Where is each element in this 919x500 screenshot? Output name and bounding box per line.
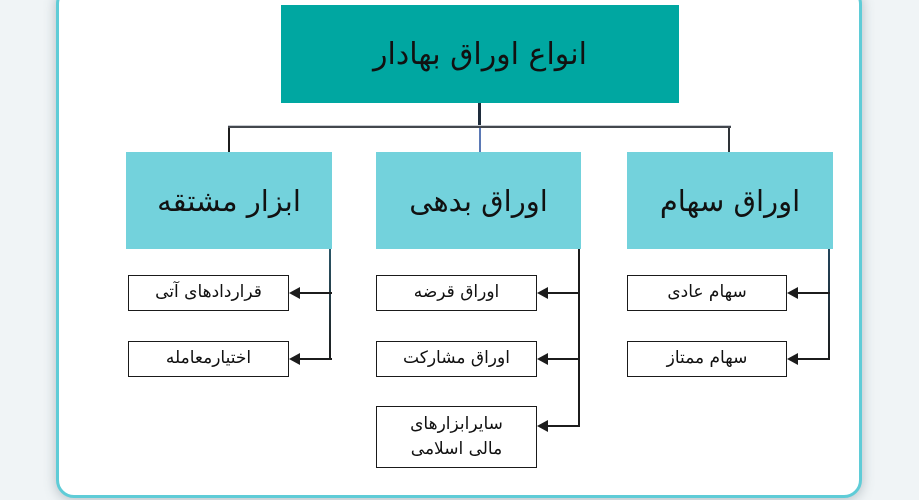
branch-node-debt-securities: اوراق بدهی [376, 152, 581, 249]
branch-node-label: اوراق بدهی [409, 183, 548, 218]
connector-drop-left [228, 128, 230, 152]
leaf-node-bonds: اوراق قرضه [376, 275, 537, 311]
connector-drop-right [728, 128, 730, 152]
arrow-left-icon [289, 353, 300, 365]
connector-root-stem-lower [479, 128, 481, 152]
arrow-left-icon [537, 287, 548, 299]
connector-arrow-line [546, 358, 580, 360]
arrow-left-icon [787, 353, 798, 365]
branch-node-equity-securities: اوراق سهام [627, 152, 833, 249]
leaf-node-preferred-stock: سهام ممتاز [627, 341, 787, 377]
leaf-node-label: سایرابزارهای مالی اسلامی [410, 413, 503, 460]
leaf-node-label: سهام عادی [667, 282, 747, 303]
connector-arrow-line [546, 292, 580, 294]
arrow-left-icon [537, 353, 548, 365]
connector-horizontal-bar [228, 126, 731, 128]
branch-node-derivatives: ابزار مشتقه [126, 152, 332, 249]
branch-node-label: ابزار مشتقه [157, 183, 301, 218]
connector-arrow-line [546, 425, 580, 427]
arrow-left-icon [537, 420, 548, 432]
leaf-node-options: اختیارمعامله [128, 341, 289, 377]
leaf-node-label: اختیارمعامله [165, 348, 252, 369]
arrow-left-icon [289, 287, 300, 299]
leaf-node-futures-contracts: قراردادهای آتی [128, 275, 289, 311]
leaf-node-other-islamic-instruments: سایرابزارهای مالی اسلامی [376, 406, 537, 468]
leaf-node-participation-bonds: اوراق مشارکت [376, 341, 537, 377]
connector-vertical-derivatives [329, 249, 331, 360]
leaf-node-label: اوراق قرضه [413, 282, 500, 303]
arrow-left-icon [787, 287, 798, 299]
connector-arrow-line [796, 358, 830, 360]
leaf-node-label: سهام ممتاز [666, 348, 748, 369]
leaf-node-label: اوراق مشارکت [403, 348, 510, 369]
connector-arrow-line [298, 292, 332, 294]
root-node-types-of-securities: انواع اوراق بهادار [281, 5, 679, 103]
connector-root-stem-upper [478, 103, 481, 127]
connector-vertical-equity [828, 249, 830, 360]
leaf-node-label: قراردادهای آتی [155, 282, 262, 303]
connector-arrow-line [298, 358, 332, 360]
branch-node-label: اوراق سهام [659, 183, 801, 218]
connector-arrow-line [796, 292, 830, 294]
leaf-node-common-stock: سهام عادی [627, 275, 787, 311]
connector-vertical-debt [578, 249, 580, 427]
root-node-label: انواع اوراق بهادار [373, 36, 587, 72]
